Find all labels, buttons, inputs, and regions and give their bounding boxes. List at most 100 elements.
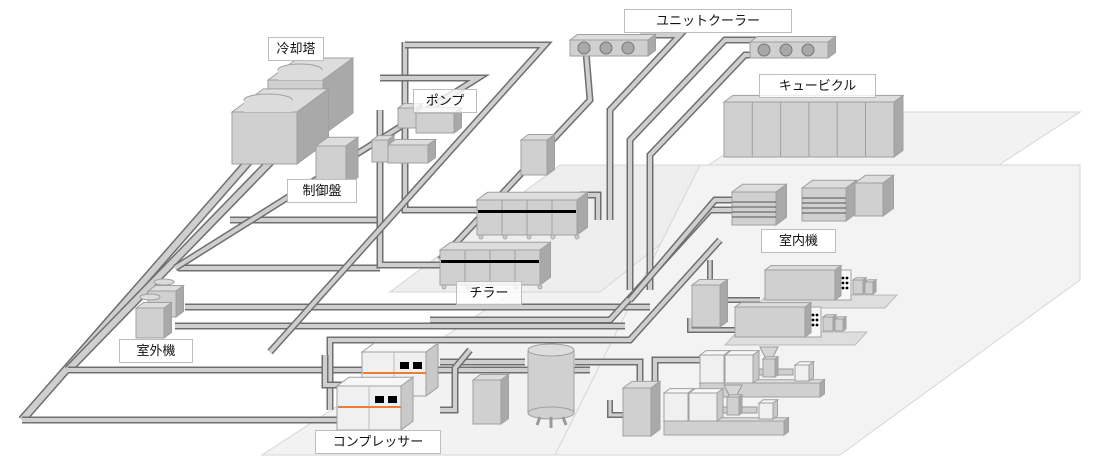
air-receiver-tank [527, 343, 575, 428]
label-control-panel: 制御盤 [287, 179, 357, 203]
injection-machine-1-screw-housing-front [762, 358, 776, 378]
indoor-unit-3 [853, 174, 896, 217]
label-chiller: チラー [456, 281, 522, 305]
machine-control-box-2-front [622, 387, 652, 437]
unit-cooler-1-fan-1 [577, 41, 591, 55]
pipe-compressor-riser [440, 348, 472, 412]
molding-machine-2-button [811, 323, 815, 327]
outdoor-unit-back-side [175, 284, 184, 318]
injection-machine-1-base-side [819, 378, 825, 398]
label-cooling-tower: 冷却塔 [268, 37, 324, 61]
injection-machine-2-mold [687, 387, 725, 422]
molding-machine-1-valve-2 [863, 278, 878, 295]
molding-machine-2-valve-1-front [822, 316, 834, 332]
compressor-2-orange-stripe [338, 406, 401, 408]
pump-2-motor-front [387, 144, 429, 164]
tank-leg [535, 416, 542, 426]
compressor-1-orange-stripe [363, 372, 426, 374]
pipe-uc-3 [628, 38, 760, 290]
cooling-tower-front-front [231, 111, 298, 165]
pump-2-head-front [371, 139, 389, 163]
machine-control-box-1-side [719, 278, 728, 328]
unit-cooler-1-top [568, 34, 658, 41]
molding-machine-2-button [815, 323, 819, 327]
outdoor-unit-back-fan [153, 278, 175, 286]
chiller-1-caster [502, 234, 508, 240]
chiller-1-band [478, 210, 576, 213]
indoor-unit-3-side [882, 174, 894, 217]
injection-machine-1-motor [793, 360, 816, 382]
cubicle-side [893, 94, 904, 158]
indoor-unit-1-side [775, 183, 787, 226]
cooling-tower-front [230, 87, 331, 165]
unit-cooler-2 [748, 35, 838, 59]
molding-machine-2-valve-2-front [834, 318, 844, 332]
utility-box-chiller-area [519, 133, 557, 176]
pipe-main-diagonal-2 [65, 157, 275, 373]
pipe-molding-2 [688, 318, 735, 332]
injection-machine-1-mold [723, 349, 761, 384]
compressor-2 [335, 376, 415, 431]
unit-cooler-1-fan-2 [599, 41, 613, 55]
injection-machine-1-mold-side [752, 349, 760, 384]
molding-machine-2-body [733, 301, 813, 338]
molding-machine-1-button [841, 286, 845, 290]
chiller-1-caster [478, 234, 484, 240]
indoor-unit-2-front [801, 187, 847, 222]
pipe-tank-out [575, 360, 642, 390]
machine-control-box-2 [621, 380, 662, 437]
chiller-2-caster [537, 284, 543, 290]
compressor-1-display-1 [400, 362, 409, 369]
molding-machine-1-body-front [764, 269, 836, 301]
molding-machine-1-button [841, 281, 845, 285]
pipe-pump-return [173, 76, 485, 270]
pump-2-motor [386, 138, 438, 164]
equipment [134, 33, 905, 437]
pump-1-motor-front [415, 112, 455, 134]
molding-machine-2-body-front [734, 306, 806, 338]
unit-cooler-2-fan-3 [801, 43, 815, 57]
unit-cooler-1 [568, 33, 658, 57]
indoor-unit-2 [800, 179, 859, 222]
outdoor-unit-front-front [135, 307, 165, 339]
injection-machine-1-screw-housing [761, 355, 780, 378]
pipe-uc-2 [608, 33, 685, 220]
pipe-main-diagonal-1 [19, 158, 253, 422]
injection-machine-2-motor-side [772, 398, 778, 420]
injection-machine-2-screw-housing [725, 393, 744, 416]
unit-cooler-2-fan-2 [779, 43, 793, 57]
dryer-unit-side [500, 373, 509, 425]
molding-machine-2-valve-1 [821, 313, 838, 332]
injection-machine-2-motor-front [758, 402, 774, 420]
compressor-2-display-1 [375, 396, 384, 403]
molding-machine-2-button [811, 318, 815, 322]
utility-box-chiller-area-side [546, 133, 555, 176]
compressor-1-display-2 [413, 362, 422, 369]
injection-machine-2-clamp-front [663, 392, 689, 422]
injection-machine-2-base-side [783, 416, 789, 436]
machine-control-box-1-front [691, 284, 721, 328]
unit-cooler-2-top [748, 36, 838, 43]
molding-machine-1-body [763, 264, 843, 301]
molding-machine-1-button [845, 281, 849, 285]
injection-machine-2-mold-front [688, 392, 718, 422]
injection-machine-2-screw-housing-front [726, 396, 740, 416]
unit-cooler-2-fan-1 [757, 43, 771, 57]
molding-machine-1-button [845, 286, 849, 290]
injection-machine-2-motor [757, 398, 780, 420]
pipe-riser-1 [268, 43, 550, 354]
dryer-unit [471, 373, 511, 425]
label-compressor: コンプレッサー [315, 430, 441, 454]
chiller-2-side [539, 241, 551, 286]
indoor-unit-1 [730, 183, 789, 226]
tank-body [527, 349, 575, 414]
pipe-pump-loop-2 [403, 42, 480, 212]
outdoor-unit-front [134, 301, 174, 339]
pipe-indoor-3 [328, 238, 722, 410]
compressor-2-display-2 [388, 396, 397, 403]
label-outdoor-unit: 室外機 [119, 339, 193, 363]
cubicle [722, 94, 905, 158]
tank-top [527, 343, 575, 357]
